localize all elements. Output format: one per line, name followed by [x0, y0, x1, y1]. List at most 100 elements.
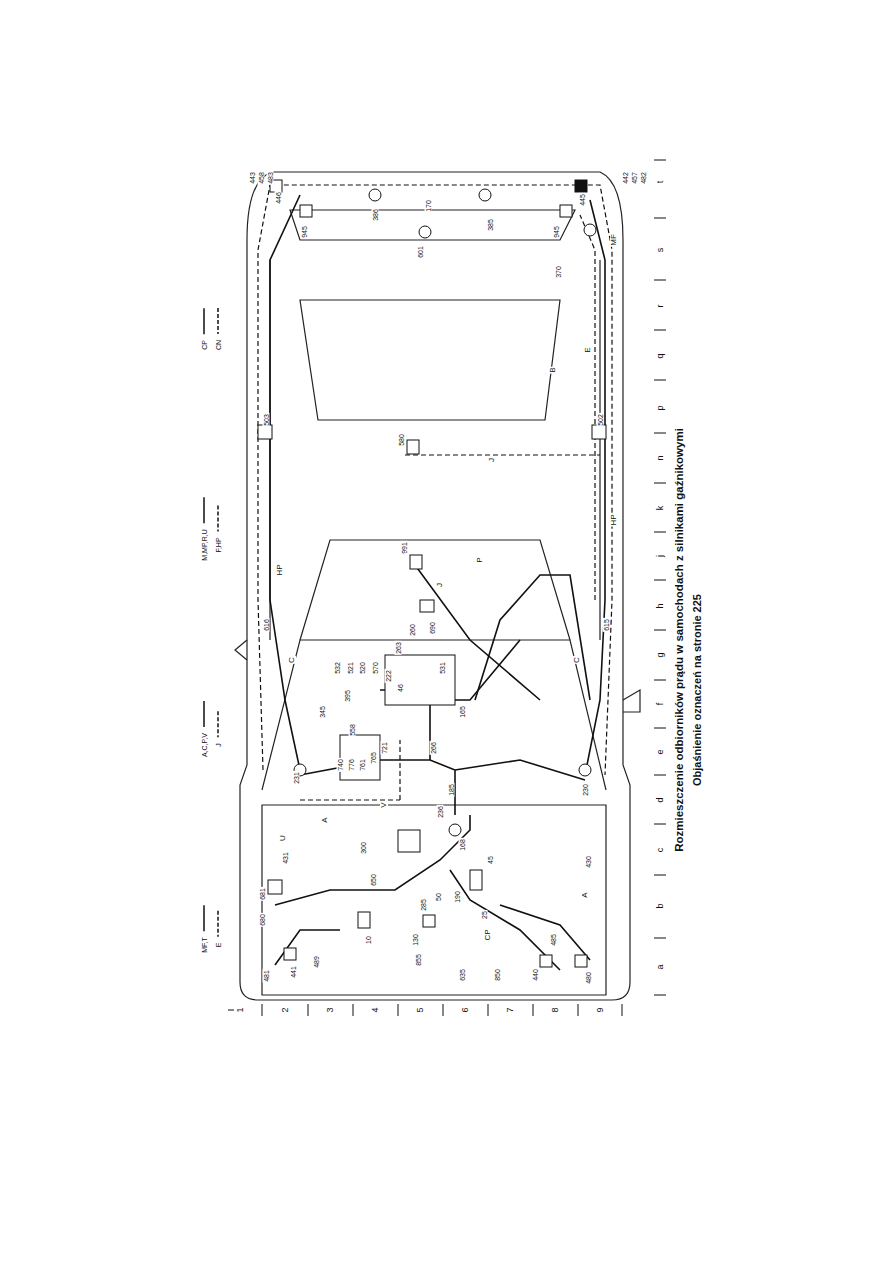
grid-reference: h	[656, 603, 665, 608]
callout-number: 10	[365, 935, 372, 945]
grid-reference: 9	[596, 1007, 605, 1012]
grid-reference: 6	[461, 1007, 470, 1012]
grid-reference: k	[656, 506, 665, 511]
callout-number: 570	[372, 661, 379, 675]
callout-number: 443	[249, 171, 256, 185]
callout-number: 855	[415, 953, 422, 967]
dashed-wire	[258, 185, 612, 775]
component	[258, 425, 272, 439]
callout-number: 690	[429, 621, 436, 635]
wire	[475, 575, 590, 700]
wiring-harness	[270, 195, 605, 970]
component	[407, 440, 419, 454]
callout-number: 580	[398, 433, 405, 447]
callout-number: 395	[344, 689, 351, 703]
callout-number: 945	[553, 225, 560, 239]
harness-letter: HP	[276, 563, 284, 576]
harness-letter: A	[321, 816, 329, 823]
grid-reference: 8	[551, 1007, 560, 1012]
wire	[380, 640, 520, 760]
callout-number: 765	[370, 751, 377, 765]
row-ticks	[228, 1004, 622, 1016]
callout-number: 481	[263, 969, 270, 983]
callout-number: 185	[448, 783, 455, 797]
callout-number: 601	[417, 245, 424, 259]
legend-text: E	[215, 943, 222, 948]
callout-number: 532	[334, 661, 341, 675]
callout-number: 457	[631, 171, 638, 185]
callout-number: 483	[267, 171, 274, 185]
component	[540, 955, 552, 967]
note: Objaśnienie oznaczeń na stronie 225	[692, 594, 703, 786]
wire	[450, 870, 590, 970]
callout-number: 231	[293, 771, 300, 785]
rear-seat	[300, 300, 560, 420]
wire	[270, 195, 300, 770]
callout-number: 458	[258, 171, 265, 185]
callout-number: 345	[319, 705, 326, 719]
grid-reference: p	[656, 405, 665, 410]
callout-number: 616	[263, 618, 270, 632]
grid-reference: b	[656, 903, 665, 908]
callout-number: 431	[282, 851, 289, 865]
component	[284, 948, 296, 960]
legend-line-sample	[203, 497, 205, 523]
component	[410, 555, 422, 569]
callout-number: 442	[622, 171, 629, 185]
callout-number: 168	[459, 838, 466, 852]
connector	[449, 824, 461, 836]
harness-letter: B	[549, 366, 557, 373]
grid-reference: 7	[506, 1007, 515, 1012]
harness-letter: CP	[484, 928, 492, 941]
callout-number: 266	[430, 741, 437, 755]
instrument-cluster	[385, 655, 455, 705]
callout-number: 680	[259, 913, 266, 927]
harness-letter: A	[581, 891, 589, 898]
callout-number: 236	[437, 805, 444, 819]
harness-letter: C	[288, 656, 296, 664]
mirror	[235, 640, 247, 660]
component	[575, 180, 587, 192]
callout-number: 991	[401, 541, 408, 555]
callout-number: 385	[487, 218, 494, 232]
legend-line-sample	[217, 308, 219, 334]
harness-letter: HP	[610, 513, 618, 526]
grid-reference: d	[656, 797, 665, 802]
legend-text: CN	[215, 340, 222, 350]
windscreen	[262, 640, 606, 790]
legend-text: A,C,P,V	[201, 733, 208, 757]
column-ticks	[654, 160, 666, 995]
component	[300, 205, 312, 217]
callout-number: 503	[263, 413, 270, 427]
callout-number: 165	[459, 705, 466, 719]
mirror	[623, 690, 640, 712]
body-outline	[240, 172, 630, 1000]
component	[592, 425, 606, 439]
grid-reference: 4	[371, 1007, 380, 1012]
grid-reference: f	[656, 703, 665, 706]
callout-number: 521	[347, 661, 354, 675]
callout-number: 285	[420, 898, 427, 912]
harness-letter: P	[476, 556, 484, 563]
callout-number: 635	[459, 968, 466, 982]
callout-number: 776	[348, 758, 355, 772]
legend-line-sample	[203, 701, 205, 727]
grid-reference: t	[656, 181, 665, 184]
callout-number: 489	[313, 955, 320, 969]
component	[398, 830, 420, 852]
legend-line-sample	[217, 505, 219, 531]
callout-number: 945	[301, 225, 308, 239]
callout-number: 520	[359, 661, 366, 675]
callout-number: 25	[481, 910, 488, 920]
callout-number: 446	[275, 191, 282, 205]
legend-line-sample	[203, 308, 205, 334]
callout-number: 386	[372, 208, 379, 222]
callout-number: 615	[603, 618, 610, 632]
grid-reference: s	[656, 248, 665, 253]
harness-letter: J	[488, 457, 496, 463]
callout-number: 502	[597, 413, 604, 427]
lamp	[419, 226, 431, 238]
callout-number: 430	[585, 855, 592, 869]
